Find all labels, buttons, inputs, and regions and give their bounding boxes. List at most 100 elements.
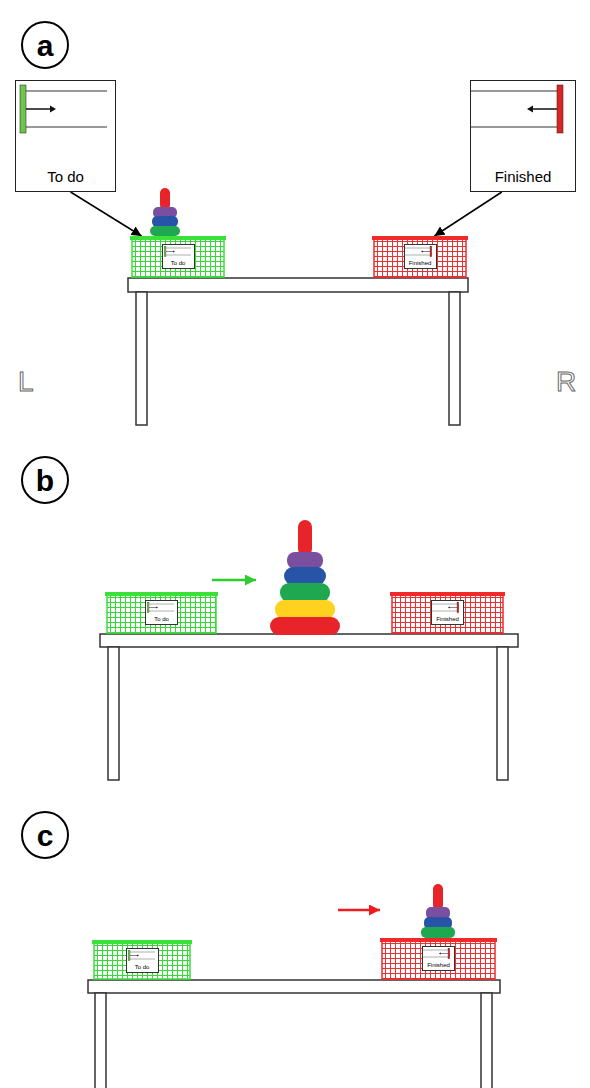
guide-line [432, 604, 457, 605]
basket-rim [380, 938, 497, 942]
guide-line [471, 91, 557, 92]
direction-arrow [422, 251, 429, 252]
status-bar [448, 948, 450, 959]
basket-mesh [374, 239, 466, 277]
basket-mesh [132, 239, 224, 277]
mini-icon [163, 245, 191, 258]
basket-label: Finished [432, 616, 463, 623]
mini-text-holder: To do [146, 616, 177, 623]
mini-card: Finished [422, 946, 455, 971]
basket-mesh [107, 595, 216, 633]
guide-line [166, 248, 191, 249]
basket-rim [390, 592, 505, 596]
ring-toy [421, 884, 455, 938]
card-text-holder: To do [16, 169, 115, 186]
toy-top [433, 884, 443, 910]
status-bar [430, 246, 432, 257]
mini-card: To do [162, 244, 195, 269]
mini-icon [432, 601, 460, 614]
pointer-arrow [434, 192, 501, 236]
basket-mesh [94, 943, 190, 979]
schedule-card: Finished [470, 80, 576, 192]
mini-text-holder: Finished [423, 962, 454, 969]
arrow-head [137, 954, 139, 956]
panel-letter: b [36, 464, 54, 497]
guide-line [26, 127, 107, 128]
panel-circle: a [21, 21, 69, 69]
toy-ring [287, 552, 323, 569]
basket: Finished [372, 236, 468, 278]
table-leg [497, 647, 508, 780]
basket-rim [372, 236, 468, 240]
basket-mesh [392, 595, 503, 633]
table-top [100, 634, 518, 647]
mini-card: Finished [404, 244, 437, 269]
table-top [128, 278, 468, 292]
guide-line [130, 959, 155, 960]
toy-ring [152, 216, 178, 227]
mini-text-holder: Finished [432, 616, 463, 623]
table-leg [481, 993, 492, 1088]
guide-line [471, 127, 557, 128]
guide-line [149, 604, 174, 605]
guide-line [405, 248, 430, 249]
panel-letter: a [37, 29, 54, 62]
mini-card: To do [126, 948, 159, 973]
panel-circle: b [21, 456, 69, 504]
mini-icon [146, 601, 174, 614]
side-letter: R [556, 368, 576, 396]
basket: Finished [380, 938, 497, 980]
panel-letter: c [37, 819, 54, 852]
guide-line [423, 950, 448, 951]
guide-line [432, 611, 457, 612]
basket-label: To do [163, 260, 194, 267]
table [88, 980, 500, 1088]
basket-rim [105, 592, 218, 596]
schedule-icon [16, 81, 107, 137]
mini-text-holder: Finished [405, 260, 436, 267]
basket-rim [130, 236, 226, 240]
basket-label: To do [146, 616, 177, 623]
ring-toy [150, 188, 180, 236]
panel-circle: c [21, 811, 69, 859]
table [100, 634, 518, 780]
guide-line [130, 952, 155, 953]
toy-ring [421, 927, 455, 938]
basket-rim [92, 940, 192, 944]
table-leg [108, 647, 119, 780]
arrow-head [50, 105, 56, 112]
status-bar [557, 85, 563, 133]
mini-text-holder: To do [127, 964, 158, 971]
mini-card: Finished [431, 600, 464, 625]
guide-line [405, 255, 430, 256]
basket: To do [130, 236, 226, 278]
mini-text-holder: To do [163, 260, 194, 267]
table-leg [95, 993, 106, 1088]
basket-label: Finished [405, 260, 436, 267]
arrow-head [156, 606, 158, 608]
guide-line [149, 611, 174, 612]
basket: Finished [390, 592, 505, 634]
move-arrow [338, 909, 380, 912]
direction-arrow [130, 955, 137, 956]
direction-arrow [533, 108, 557, 110]
guide-line [26, 91, 107, 92]
guide-line [166, 255, 191, 256]
toy-ring [275, 600, 335, 619]
guide-line [423, 957, 448, 958]
arrow-head [173, 250, 175, 252]
schedule-card: To do [15, 80, 116, 192]
status-bar [147, 602, 149, 613]
table [128, 278, 468, 425]
direction-arrow [149, 607, 156, 608]
direction-arrow [26, 108, 50, 110]
status-bar [457, 602, 459, 613]
table-leg [449, 292, 460, 425]
schedule-icon [471, 81, 567, 137]
basket: To do [92, 940, 192, 980]
arrow-head [527, 105, 533, 112]
toy-ring [150, 226, 180, 236]
card-label: To do [16, 169, 115, 186]
direction-arrow [450, 607, 457, 608]
